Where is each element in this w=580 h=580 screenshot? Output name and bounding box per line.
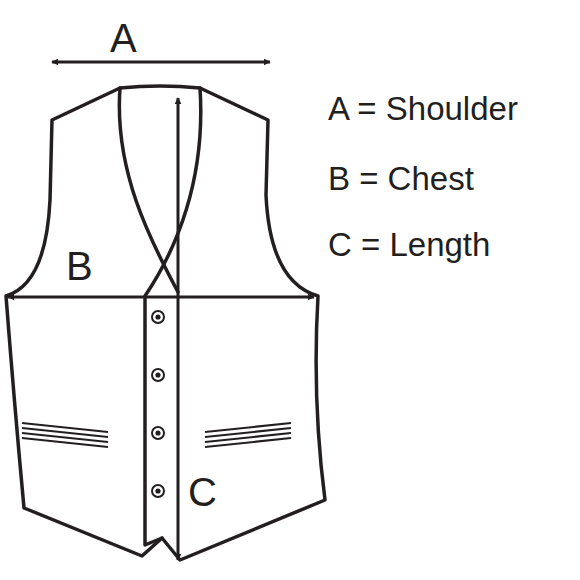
shoulder-arrow <box>52 61 270 64</box>
legend-text: C = Length <box>328 228 490 261</box>
legend-text: B = Chest <box>328 162 474 195</box>
dimension-letter: A <box>110 18 137 58</box>
buttons <box>152 311 164 497</box>
dimension-letter: B <box>66 246 93 286</box>
left-pocket <box>22 423 108 447</box>
dimension-letter: C <box>188 472 217 512</box>
length-arrow <box>177 98 180 560</box>
legend-text: A = Shoulder <box>328 92 518 125</box>
vest-outline <box>6 86 325 560</box>
left-lapel <box>119 88 178 292</box>
right-pocket <box>205 423 291 447</box>
chest-arrow <box>8 296 314 299</box>
